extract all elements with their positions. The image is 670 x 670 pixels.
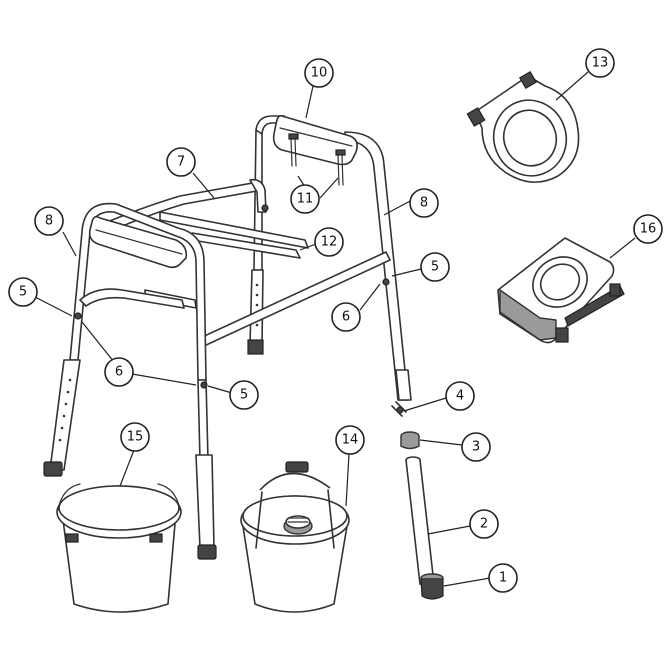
callout-2: 2 bbox=[469, 509, 499, 539]
svg-text:2: 2 bbox=[480, 517, 488, 532]
callout-6-right: 6 bbox=[331, 302, 361, 332]
svg-text:15: 15 bbox=[127, 430, 144, 445]
cross-rail-diagonal bbox=[199, 251, 391, 347]
leg-extension-tube bbox=[405, 456, 435, 587]
callout-6-left: 6 bbox=[104, 357, 134, 387]
pin bbox=[391, 401, 407, 417]
armrest-right bbox=[272, 114, 358, 166]
svg-text:5: 5 bbox=[19, 285, 27, 300]
svg-text:6: 6 bbox=[342, 310, 350, 325]
svg-text:13: 13 bbox=[592, 56, 609, 71]
svg-text:5: 5 bbox=[240, 388, 248, 403]
pail-with-handle bbox=[240, 461, 350, 613]
armrest-left bbox=[88, 215, 188, 269]
svg-text:10: 10 bbox=[311, 66, 328, 81]
callout-5-left: 5 bbox=[8, 277, 38, 307]
callout-7: 7 bbox=[166, 147, 196, 177]
svg-text:7: 7 bbox=[177, 155, 185, 170]
callout-5-right: 5 bbox=[420, 252, 450, 282]
callout-3: 3 bbox=[461, 432, 491, 462]
callout-4: 4 bbox=[445, 381, 475, 411]
front-left-frame bbox=[43, 202, 217, 560]
svg-text:8: 8 bbox=[45, 214, 53, 229]
seat-ring bbox=[466, 70, 580, 183]
svg-text:8: 8 bbox=[420, 196, 428, 211]
rubber-tip bbox=[420, 573, 444, 600]
svg-text:6: 6 bbox=[115, 365, 123, 380]
plug bbox=[400, 431, 420, 450]
callout-15: 15 bbox=[120, 422, 150, 452]
svg-text:12: 12 bbox=[321, 235, 338, 250]
callout-12: 12 bbox=[314, 227, 344, 257]
callout-16: 16 bbox=[633, 214, 663, 244]
svg-text:4: 4 bbox=[456, 389, 464, 404]
callout-11: 11 bbox=[290, 184, 320, 214]
molded-seat bbox=[497, 237, 625, 344]
svg-text:14: 14 bbox=[342, 433, 359, 448]
callout-1: 1 bbox=[488, 563, 518, 593]
callout-14: 14 bbox=[335, 425, 365, 455]
callout-10: 10 bbox=[304, 58, 334, 88]
callout-8-right: 8 bbox=[409, 188, 439, 218]
callout-8-left: 8 bbox=[34, 206, 64, 236]
svg-text:16: 16 bbox=[640, 222, 657, 237]
leader-lines bbox=[34, 71, 636, 587]
svg-text:3: 3 bbox=[472, 440, 480, 455]
callout-5-front: 5 bbox=[229, 380, 259, 410]
pail-with-lid bbox=[56, 483, 182, 613]
screws bbox=[288, 133, 346, 186]
svg-text:1: 1 bbox=[499, 571, 507, 586]
svg-text:11: 11 bbox=[297, 192, 314, 207]
svg-text:5: 5 bbox=[431, 260, 439, 275]
callout-13: 13 bbox=[585, 48, 615, 78]
